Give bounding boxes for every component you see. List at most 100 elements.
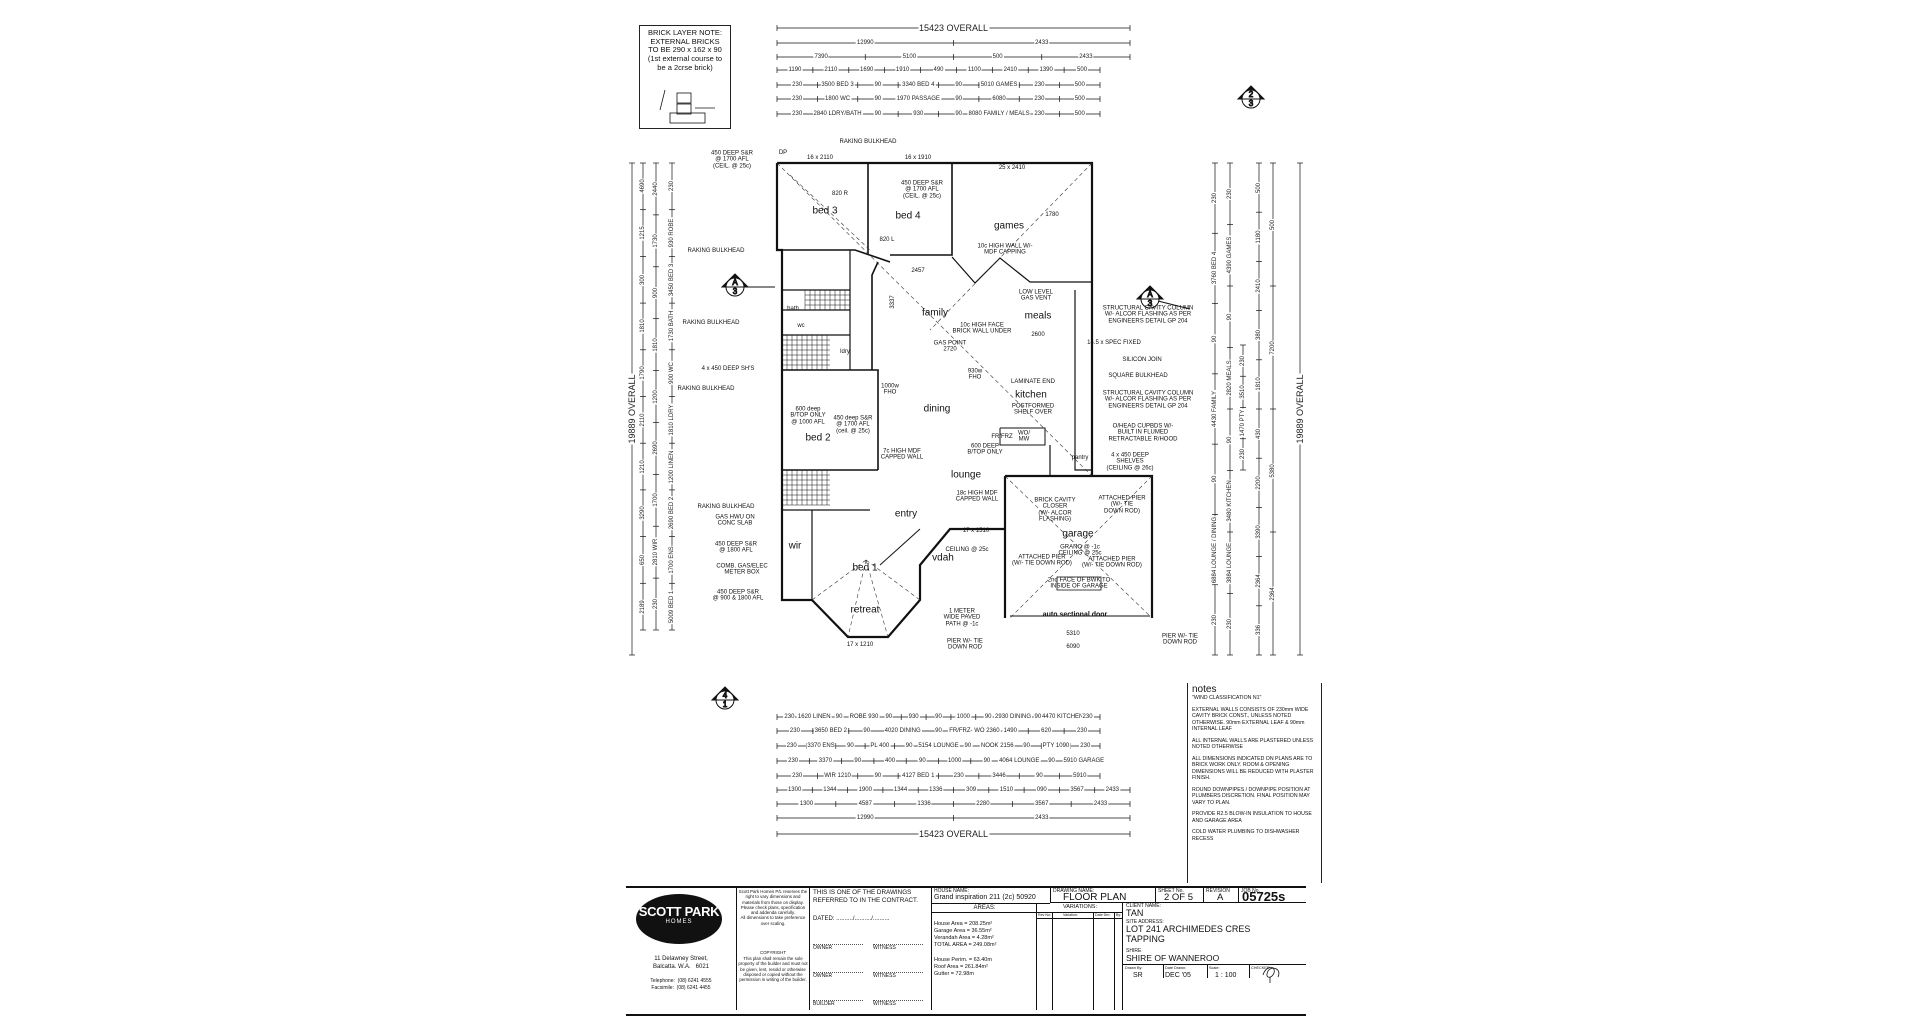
room-label-wir: wir xyxy=(788,540,802,552)
dimension-label: 90 xyxy=(982,758,992,764)
dimension-label: 90 xyxy=(954,96,964,102)
brick-note-line: TO BE 290 x 162 x 90 xyxy=(648,45,722,55)
dimension-label: 6884 LOUNGE / DINING xyxy=(1212,515,1218,584)
annotation-note: 450 DEEP S&R @ 1700 AFL (CEIL. @ 25c) xyxy=(901,180,943,200)
section-marker-letter: 2 xyxy=(1249,90,1254,99)
section-marker-letter: A xyxy=(1147,290,1153,299)
dimension-label: 930 xyxy=(912,111,925,117)
job-number: 05725s xyxy=(1242,889,1286,904)
dimension-label: 19889 OVERALL xyxy=(627,373,637,445)
annotation-note: ATTACHED PIER (W/- TIE DOWN ROD) xyxy=(1012,554,1072,567)
annotation-note: 3337 xyxy=(889,295,896,309)
revision-cell: REVISION A xyxy=(1203,888,1238,903)
annotation-note: 6090 xyxy=(1066,643,1080,650)
dimension-label: 90 xyxy=(904,743,914,749)
dimension-label: 3340 BED 4 xyxy=(901,82,936,88)
builder-signature: BUILDER xyxy=(813,1000,863,1007)
annotation-note: LOW LEVEL GAS VENT xyxy=(1018,289,1054,302)
annotation-note: WO/ MW xyxy=(1018,430,1030,443)
annotation-note: RAKING BULKHEAD xyxy=(687,247,745,254)
company-logo: SCOTT PARK HOMES xyxy=(636,894,722,944)
note-item: COLD WATER PLUMBING TO DISHWASHER RECESS xyxy=(1192,829,1300,842)
room-label-bed-3: bed 3 xyxy=(812,205,838,217)
dimension-label: 4470 KITCHEN xyxy=(1041,714,1085,720)
brick-layer-note: BRICK LAYER NOTE: EXTERNAL BRICKS TO BE … xyxy=(639,25,731,129)
dimension-label: 380 xyxy=(1256,329,1262,342)
dimension-label: 500 xyxy=(1076,67,1089,73)
client-name: TAN xyxy=(1126,908,1144,918)
dimension-label: 1210 xyxy=(640,458,646,475)
dimension-label: 90 xyxy=(884,714,894,720)
annotation-note: 2nd FACE OF BWK TO INSIDE OF GARAGE xyxy=(1047,577,1111,590)
room-label-family: family xyxy=(921,307,949,319)
dimension-label: 1510 xyxy=(998,787,1015,793)
annotation-note: RAKING BULKHEAD xyxy=(839,138,897,145)
note-item: EXTERNAL WALLS CONSISTS OF 230mm WIDE CA… xyxy=(1192,706,1309,733)
section-marker-number: 3 xyxy=(1249,99,1254,108)
annotation-note: 450 DEEP S&R @ 1700 AFL (CEIL. @ 25c) xyxy=(711,150,753,170)
dimension-label: 7390 xyxy=(813,54,829,60)
dimension-label: 90 xyxy=(1035,773,1044,779)
witness-signature-3: WITNESS xyxy=(873,1000,923,1007)
annotation-note: 17 x 1510 xyxy=(962,527,990,534)
brick-note-line: be a 2crse brick) xyxy=(657,62,713,72)
annotation-note: LAMINATE END xyxy=(1011,378,1055,385)
room-label-vdah: vdah xyxy=(932,552,954,564)
section-marker-letter: A xyxy=(732,278,738,287)
dimension-label: 1620 LINEN xyxy=(796,714,832,720)
dimension-label: 230 xyxy=(1079,743,1092,749)
section-marker-number: 3 xyxy=(1148,299,1153,308)
dimension-label: 3450 BED 3 xyxy=(669,262,675,297)
dimension-label: 230 xyxy=(791,773,804,779)
sheet-cell: SHEET No. 2 OF 5 xyxy=(1155,888,1203,903)
annotation-note: COMB. GAS/ELEC METER BOX xyxy=(716,563,768,576)
shire-name: SHIRE OF WANNEROO xyxy=(1126,953,1220,963)
job-cell: JOB No. 05725s xyxy=(1238,888,1306,904)
dimension-label: 1336 xyxy=(928,787,944,793)
dimension-label: 12990 xyxy=(855,40,875,46)
witness-signature-1: WITNESS xyxy=(873,944,923,951)
dimension-label: 90 xyxy=(918,758,927,764)
company-facsimile: Facsimile: (08) 6241 4455 xyxy=(651,985,711,991)
dimension-label: 90 xyxy=(1212,334,1218,344)
variations-table: VARIATIONS: Rev No: Variation: Date Drn:… xyxy=(1036,903,1122,1010)
dimension-label: 900 xyxy=(653,286,659,299)
dimension-label: 90 xyxy=(1227,312,1233,322)
dimension-label: 2930 DINING xyxy=(994,714,1033,720)
company-address-1: 11 Delawney Street, xyxy=(654,956,708,962)
dimension-label: 2433 xyxy=(1034,40,1050,46)
garage-area: Garage Area = 36.55m² xyxy=(934,928,992,934)
house-perimeter: House Perim. = 63.40m xyxy=(934,957,992,963)
annotation-note: 18c HIGH MDF CAPPED WALL xyxy=(955,490,999,503)
section-marker-number: 3 xyxy=(733,287,738,296)
variation-col-by: By: xyxy=(1116,913,1122,917)
dimension-label: 230 xyxy=(1033,111,1046,117)
dimension-label: 2433 xyxy=(1104,787,1121,793)
areas-label: AREAS: xyxy=(973,905,996,911)
annotation-note: 10c HIGH WALL W/- MDF CAPPING xyxy=(977,243,1033,256)
sheet-label: SHEET No. xyxy=(1158,888,1184,894)
drawing-name: FLOOR PLAN xyxy=(1063,892,1127,903)
annotation-note: STRUCTURAL CAVITY COLUMN W/- ALCOR FLASH… xyxy=(1102,390,1194,410)
annotation-note: CEILING @ 25c xyxy=(945,546,989,553)
scale-label: Scale: xyxy=(1209,966,1220,970)
room-label-pantry: pantry xyxy=(1071,455,1089,461)
dated-field: DATED: ........../........../.......... xyxy=(813,916,890,922)
dimension-label: 230 xyxy=(787,758,800,764)
annotation-note: 1780 xyxy=(1045,211,1059,218)
note-item: ALL INTERNAL WALLS ARE PLASTERED UNLESS … xyxy=(1192,737,1314,751)
variation-col-rev: Rev No: xyxy=(1038,913,1051,917)
annotation-note: 4 x 450 DEEP SH'S xyxy=(701,365,755,372)
brick-note-line: (1st external course to xyxy=(647,53,723,63)
annotation-note: 10c HIGH FACE BRICK WALL UNDER xyxy=(952,322,1012,335)
copyright-title: COPYRIGHT xyxy=(759,950,787,955)
annotation-note: 2600 xyxy=(1031,331,1045,338)
room-label-bath: bath xyxy=(787,306,799,312)
dimension-label: 336 xyxy=(1256,624,1262,637)
annotation-note: PIER W/- TIE DOWN ROD xyxy=(1162,633,1198,646)
annotation-note: 2457 xyxy=(911,267,925,274)
dimension-label: 230 xyxy=(791,96,804,102)
dimension-label: 90 xyxy=(1227,435,1233,445)
